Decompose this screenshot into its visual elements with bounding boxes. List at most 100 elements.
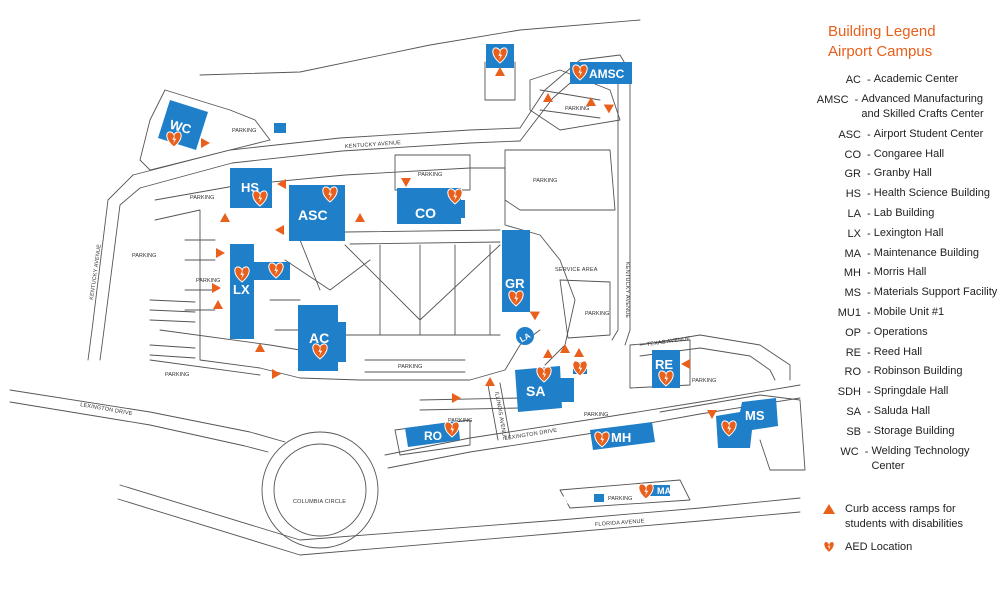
road-network bbox=[9, 19, 806, 556]
legend-item-code: RE bbox=[845, 346, 861, 359]
legend-item: RO - Robinson Building bbox=[806, 365, 1000, 386]
ramp-triangle-icon bbox=[452, 393, 461, 403]
building-hs[interactable]: HS bbox=[230, 168, 272, 208]
parking-label: PARKING bbox=[584, 412, 608, 418]
legend-item: SA - Saluda Hall bbox=[806, 404, 1000, 426]
legend-item: SDH - Springdale Hall bbox=[806, 385, 1000, 406]
legend-item: WC - Welding Technology Center bbox=[806, 445, 1000, 472]
building-label-sdh: SDH bbox=[450, 48, 477, 63]
ramp-triangle-icon bbox=[495, 67, 505, 76]
ramp-triangle-icon bbox=[275, 225, 284, 235]
ramp-triangle-icon bbox=[823, 504, 835, 514]
parking-label: PARKING bbox=[190, 195, 214, 201]
legend-title: Building Legend bbox=[828, 23, 936, 40]
legend-item-separator: - bbox=[864, 247, 874, 260]
building-ro[interactable]: RO bbox=[405, 421, 460, 447]
legend-subtitle: Airport Campus bbox=[828, 43, 933, 60]
road-label-florida-avenue: FLORIDA AVENUE bbox=[595, 519, 645, 528]
legend-item-separator: - bbox=[864, 306, 874, 319]
legend-item-name: Academic Center bbox=[873, 73, 959, 85]
parking-label: PARKING bbox=[132, 253, 156, 259]
legend-item-code: SB bbox=[846, 425, 861, 438]
legend-item-name: Saluda Hall bbox=[873, 404, 931, 417]
building-label-mh: MH bbox=[611, 430, 631, 445]
legend-item-separator: - bbox=[864, 168, 874, 181]
legend-item-name: Congaree Hall bbox=[873, 147, 945, 160]
building-re[interactable]: RE bbox=[652, 350, 680, 388]
building-label-ma: MA bbox=[657, 486, 671, 496]
parking-label: PARKING bbox=[565, 106, 589, 112]
building-asc[interactable]: ASC bbox=[289, 185, 345, 241]
legend-aed-key: AED Location bbox=[822, 540, 912, 555]
legend-item-code: GR bbox=[844, 168, 862, 181]
parking-label: PARKING bbox=[608, 496, 632, 502]
legend-item-separator: - bbox=[864, 287, 874, 300]
legend-item: AC - Academic Center bbox=[806, 73, 1000, 94]
building-label-ac: AC bbox=[309, 330, 329, 346]
building-la[interactable]: LA bbox=[516, 327, 534, 345]
building-lx[interactable]: LX bbox=[230, 244, 290, 339]
building-mh[interactable]: MH bbox=[590, 422, 655, 450]
road-label-texas-avenue: TEXAS AVENUE bbox=[646, 336, 690, 348]
legend-item-code: LA bbox=[847, 207, 861, 220]
building-wc[interactable]: WC bbox=[158, 100, 208, 150]
legend-item-code: MU1 bbox=[837, 306, 861, 319]
building-label-mu1: MU1 bbox=[562, 495, 585, 507]
building-ac[interactable]: AC bbox=[298, 305, 346, 371]
legend-item: LX - Lexington Hall bbox=[806, 226, 1000, 248]
legend-item-name: Welding Technology Center bbox=[871, 444, 970, 472]
building-ms[interactable]: MS bbox=[716, 398, 778, 448]
legend-item-separator: - bbox=[861, 445, 872, 458]
legend-item-code: WC bbox=[840, 445, 859, 458]
building-sb[interactable]: SB bbox=[271, 106, 289, 133]
building-label-sa: SA bbox=[526, 383, 545, 399]
legend-item: SB - Storage Building bbox=[806, 424, 1000, 446]
building-ma[interactable]: MA bbox=[638, 483, 672, 500]
aed-heart-icon bbox=[823, 541, 835, 553]
legend-item: MH - Morris Hall bbox=[806, 266, 1000, 287]
building-co[interactable]: CO bbox=[397, 188, 465, 224]
legend-item-name: Springdale Hall bbox=[873, 385, 949, 398]
ramp-triangle-icon bbox=[355, 213, 365, 222]
legend-item-name: Airport Student Center bbox=[873, 127, 984, 140]
legend-item-name: Storage Building bbox=[873, 424, 955, 437]
building-sdh[interactable]: SDH bbox=[450, 44, 514, 68]
parking-label: PARKING bbox=[398, 364, 422, 370]
legend-aed-label: AED Location bbox=[845, 541, 913, 553]
ramp-triangle-icon bbox=[216, 248, 225, 258]
legend-item-separator: - bbox=[864, 326, 874, 339]
legend-item-name: Robinson Building bbox=[873, 365, 963, 378]
legend-item-name: Lexington Hall bbox=[873, 226, 944, 239]
building-legend: Building Legend Airport Campus AC - Acad… bbox=[806, 22, 1000, 553]
building-gr[interactable]: GR bbox=[502, 230, 530, 312]
building-mu1[interactable]: MU1 bbox=[562, 494, 604, 507]
building-label-lx: LX bbox=[233, 282, 250, 297]
building-sa[interactable]: SA bbox=[515, 366, 574, 412]
legend-item: LA - Lab Building bbox=[806, 207, 1000, 228]
building-label-op: OP bbox=[581, 378, 593, 387]
legend-item-name: Operations bbox=[873, 325, 928, 338]
legend-item-code: AMSC bbox=[816, 93, 849, 106]
ramp-triangle-icon bbox=[681, 359, 690, 369]
ramp-triangle-icon bbox=[213, 300, 223, 309]
legend-item: MA - Maintenance Building bbox=[806, 247, 1000, 268]
ramp-triangle-icon bbox=[212, 283, 221, 293]
building-amsc[interactable]: AMSC bbox=[570, 62, 632, 84]
legend-item-code: AC bbox=[845, 74, 861, 86]
building-label-wc: WC bbox=[168, 117, 193, 137]
legend-item: GR - Granby Hall bbox=[806, 167, 1000, 188]
legend-item-code: HS bbox=[845, 188, 861, 201]
legend-item: OP - Operations bbox=[806, 325, 1000, 347]
legend-item-name: Advanced Manufacturing and Skilled Craft… bbox=[861, 92, 984, 120]
building-op[interactable]: OP bbox=[572, 360, 593, 387]
road-label-kentucky-avenue: KENTUCKY AVENUE bbox=[345, 140, 402, 150]
legend-item-separator: - bbox=[864, 405, 874, 418]
ramp-triangle-icon bbox=[201, 138, 210, 148]
parking-label: PARKING bbox=[585, 311, 609, 317]
ramp-triangle-icon bbox=[543, 93, 553, 102]
legend-item-separator: - bbox=[851, 93, 862, 106]
road-label-columbia-circle: COLUMBIA CIRCLE bbox=[293, 499, 346, 505]
building-label-asc: ASC bbox=[298, 207, 328, 223]
